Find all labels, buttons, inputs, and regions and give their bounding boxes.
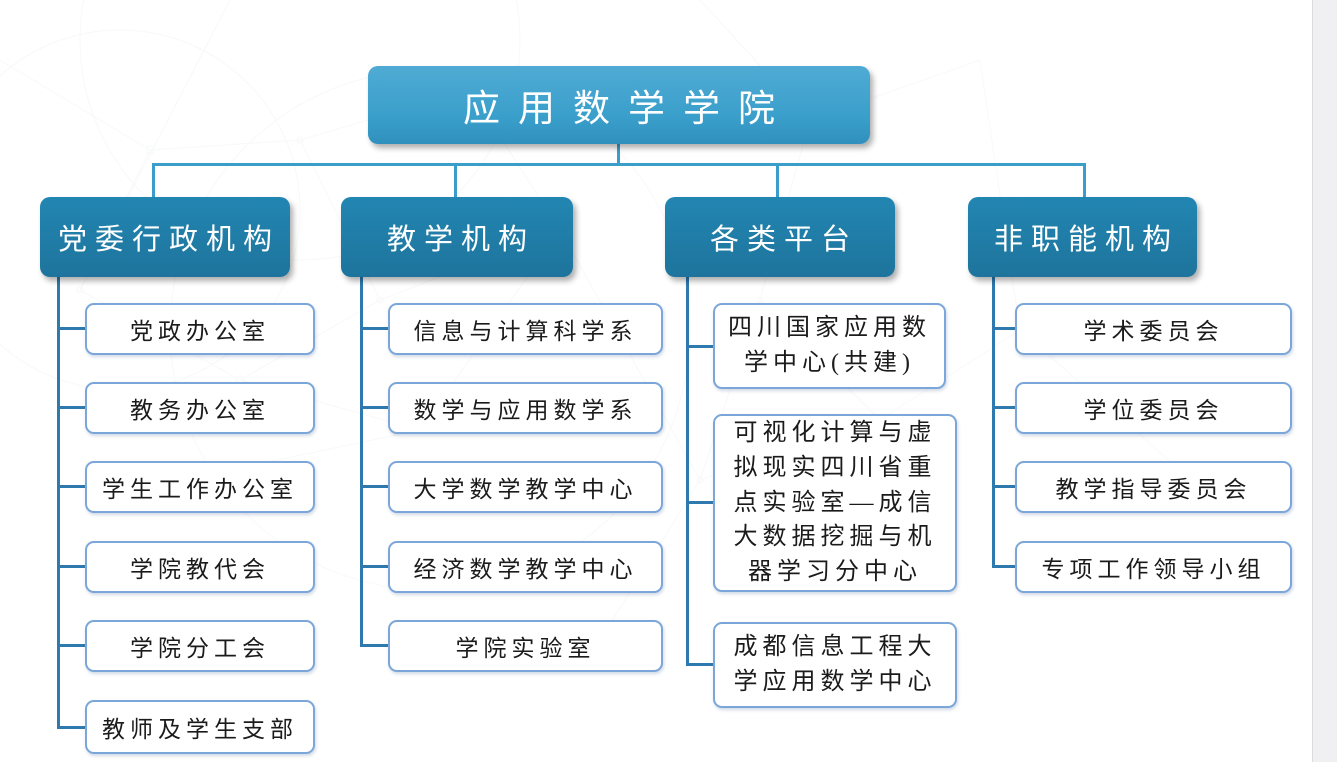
stub-c1-5 <box>57 644 85 647</box>
leaf-node: 可视化计算与虚拟现实四川省重点实验室—成信大数据挖掘与机器学习分中心 <box>713 414 957 592</box>
connector-drop-branch-1 <box>152 163 155 197</box>
connector-drop-branch-4 <box>1083 163 1086 197</box>
leaf-node: 学生工作办公室 <box>85 461 315 513</box>
stub-c2-3 <box>360 485 388 488</box>
stub-c4-3 <box>992 485 1015 488</box>
stub-c4-4 <box>992 565 1015 568</box>
leaf-node: 成都信息工程大学应用数学中心 <box>713 622 957 708</box>
trunk-column-4 <box>992 277 995 567</box>
leaf-node: 专项工作领导小组 <box>1015 541 1292 593</box>
branch-node-4: 非职能机构 <box>968 197 1197 277</box>
leaf-node: 教师及学生支部 <box>85 700 315 754</box>
leaf-node: 信息与计算科学系 <box>388 303 663 355</box>
leaf-node: 四川国家应用数学中心(共建) <box>713 303 946 389</box>
stub-c1-1 <box>57 327 85 330</box>
stub-c2-4 <box>360 565 388 568</box>
leaf-node: 数学与应用数学系 <box>388 382 663 434</box>
stub-c2-2 <box>360 406 388 409</box>
stub-c1-2 <box>57 406 85 409</box>
stub-c4-1 <box>992 327 1015 330</box>
connector-drop-branch-3 <box>776 163 779 197</box>
stub-c1-3 <box>57 485 85 488</box>
connector-root-stub <box>617 144 620 164</box>
leaf-node: 学院实验室 <box>388 620 663 672</box>
leaf-node: 教学指导委员会 <box>1015 461 1292 513</box>
connector-horizontal <box>152 163 1086 166</box>
stub-c1-6 <box>57 726 85 729</box>
trunk-column-1 <box>57 277 60 729</box>
leaf-node: 经济数学教学中心 <box>388 541 663 593</box>
slide-edge-gutter <box>1312 0 1337 762</box>
trunk-column-3 <box>686 277 689 666</box>
leaf-node: 学术委员会 <box>1015 303 1292 355</box>
trunk-column-2 <box>360 277 363 647</box>
stub-c3-2 <box>686 501 713 504</box>
stub-c3-1 <box>686 345 713 348</box>
leaf-node: 学院教代会 <box>85 541 315 593</box>
leaf-node: 学院分工会 <box>85 620 315 672</box>
leaf-node: 教务办公室 <box>85 382 315 434</box>
branch-node-1: 党委行政机构 <box>40 197 290 277</box>
stub-c4-2 <box>992 406 1015 409</box>
stub-c2-1 <box>360 327 388 330</box>
branch-node-3: 各类平台 <box>665 197 895 277</box>
connector-drop-branch-2 <box>454 163 457 197</box>
stub-c2-5 <box>360 644 388 647</box>
branch-node-2: 教学机构 <box>341 197 573 277</box>
leaf-node: 大学数学教学中心 <box>388 461 663 513</box>
root-node: 应用数学学院 <box>368 66 870 144</box>
leaf-node: 党政办公室 <box>85 303 315 355</box>
stub-c1-4 <box>57 565 85 568</box>
leaf-node: 学位委员会 <box>1015 382 1292 434</box>
stub-c3-3 <box>686 663 713 666</box>
